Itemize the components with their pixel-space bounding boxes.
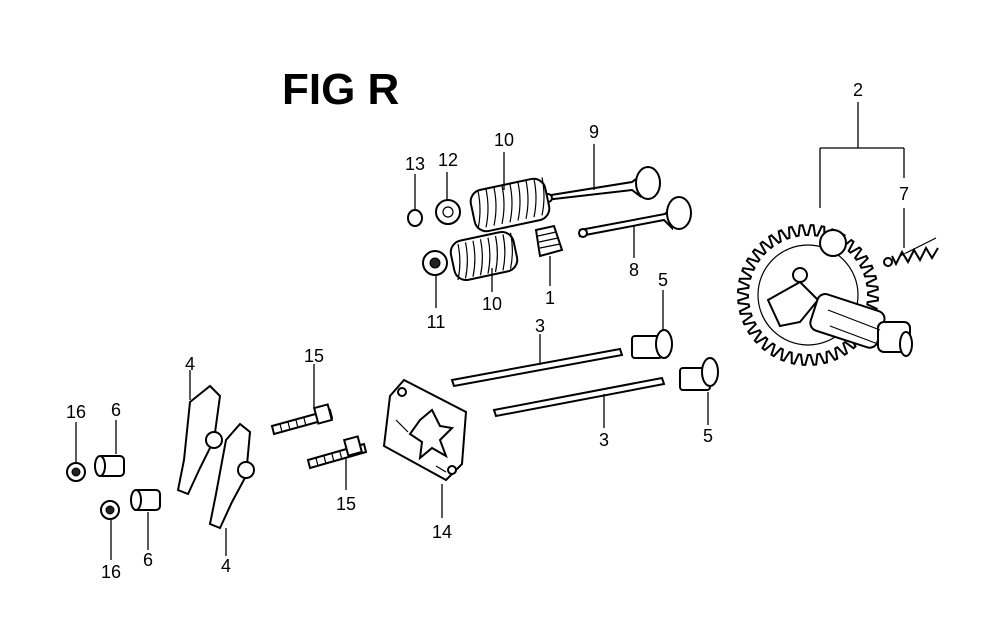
push-rod-lower	[492, 376, 666, 418]
callout-14: 14	[432, 522, 452, 542]
callout-4-upper: 4	[185, 354, 195, 374]
callout-12: 12	[438, 150, 458, 170]
stem-seal-1	[534, 224, 564, 258]
callout-13: 13	[405, 154, 425, 174]
callouts: 2 7 9 8 10 10 12 13 11 1 3 3 5 5 15 15 1…	[66, 80, 909, 582]
callout-16-lower: 16	[101, 562, 121, 582]
tappet-upper	[631, 329, 673, 359]
leader-lines	[75, 102, 905, 560]
callout-2: 2	[853, 80, 863, 100]
valve-spring-upper	[469, 177, 551, 233]
callout-5-upper: 5	[658, 270, 668, 290]
callout-3-upper: 3	[535, 316, 545, 336]
valve-9	[543, 166, 661, 203]
callout-4-lower: 4	[221, 556, 231, 576]
callout-5-lower: 5	[703, 426, 713, 446]
pivot-lower	[130, 489, 161, 511]
valve-spring-lower	[449, 231, 519, 281]
stud-upper	[270, 403, 334, 436]
callout-3-lower: 3	[599, 430, 609, 450]
push-rod-upper	[450, 347, 624, 388]
guide-plate-14	[382, 378, 468, 482]
callout-16-upper: 16	[66, 402, 86, 422]
rocker-arm-lower	[208, 422, 255, 530]
nut-lower	[100, 500, 120, 520]
retainer-12	[435, 199, 461, 225]
nut-upper	[66, 462, 86, 482]
callout-7: 7	[899, 184, 909, 204]
callout-1: 1	[545, 288, 555, 308]
figure-title: FIG R	[282, 65, 399, 114]
callout-10-upper: 10	[494, 130, 514, 150]
collet-13	[407, 209, 423, 227]
rocker-arm-upper	[176, 384, 223, 496]
pivot-upper	[94, 455, 125, 477]
callout-10-lower: 10	[482, 294, 502, 314]
spring-7	[883, 237, 939, 267]
camshaft-gear	[737, 224, 913, 366]
callout-6-lower: 6	[143, 550, 153, 570]
callout-8: 8	[629, 260, 639, 280]
callout-9: 9	[589, 122, 599, 142]
valve-8	[578, 196, 692, 238]
callout-15-upper: 15	[304, 346, 324, 366]
callout-11: 11	[427, 312, 446, 332]
callout-6-upper: 6	[111, 400, 121, 420]
stud-lower	[306, 435, 368, 470]
callout-15-lower: 15	[336, 494, 356, 514]
tappet-lower	[679, 357, 719, 391]
